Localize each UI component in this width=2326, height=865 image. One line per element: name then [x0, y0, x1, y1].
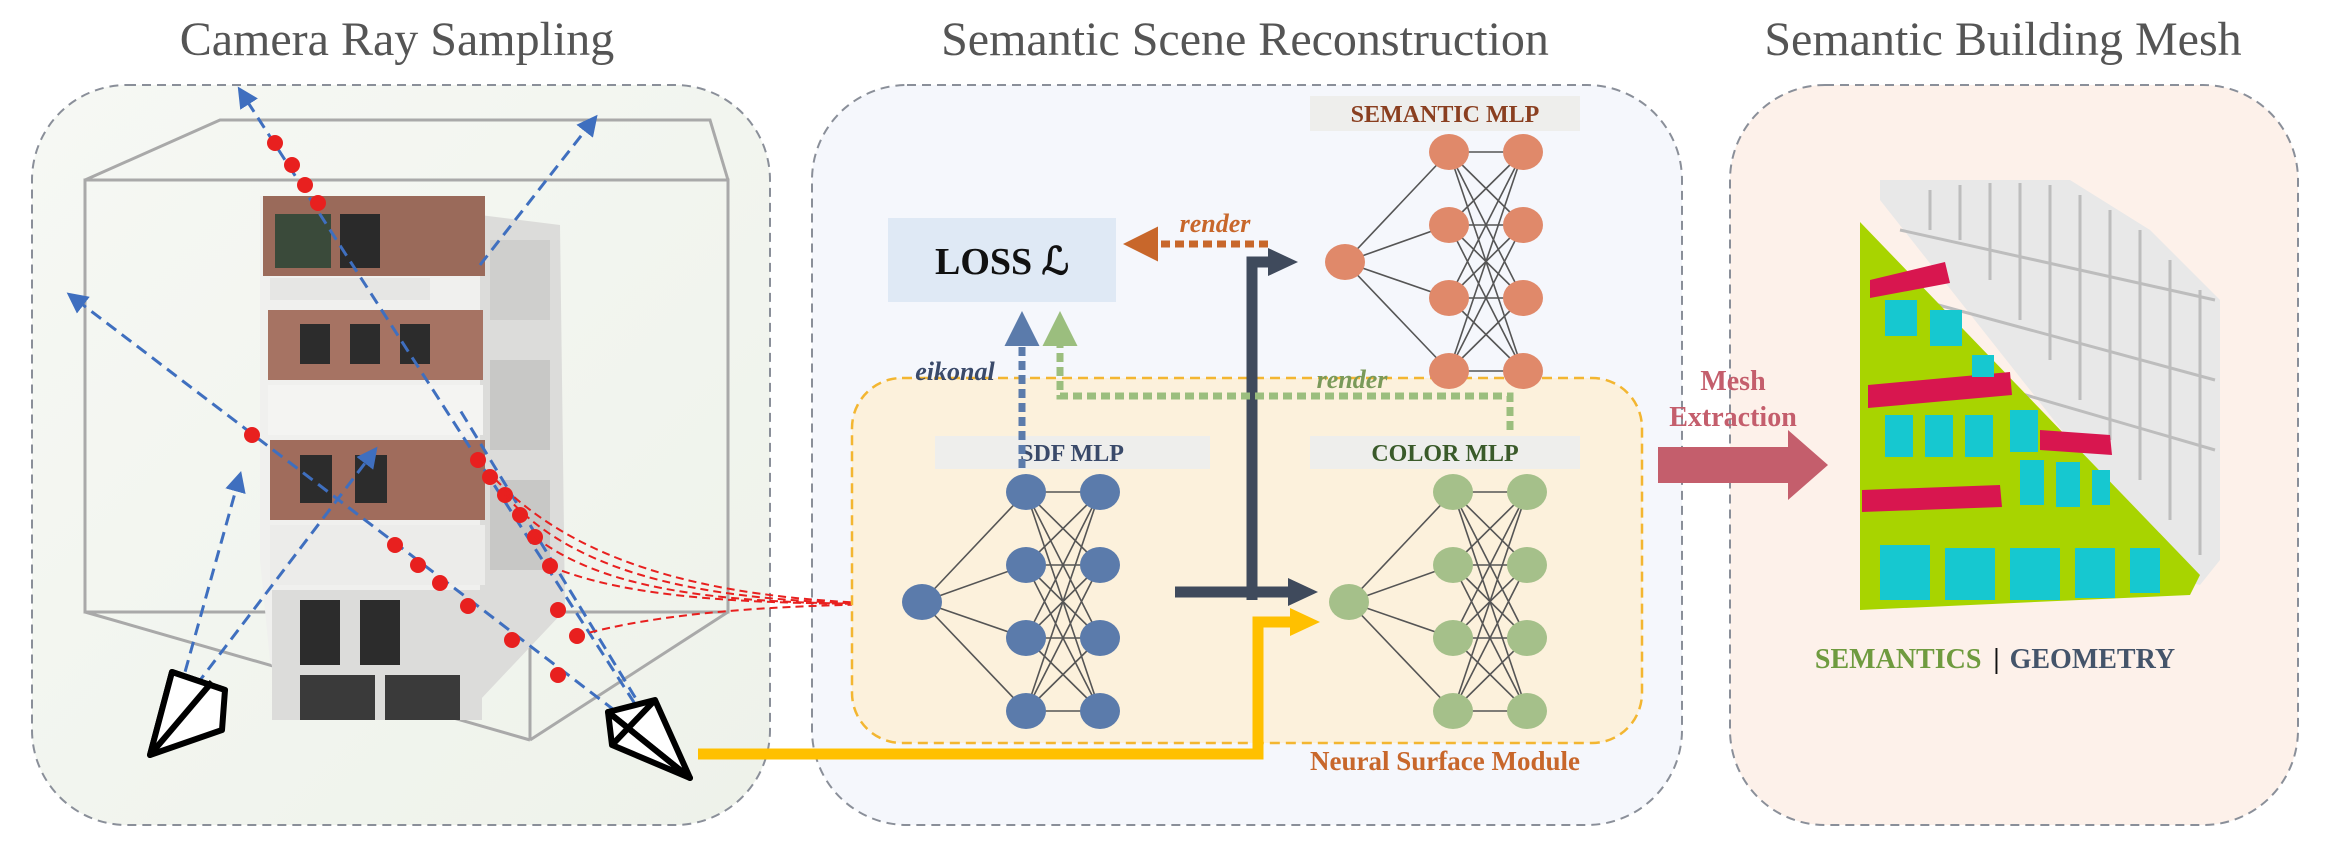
mlp-node	[1433, 693, 1473, 729]
render-label-mid: render	[1317, 365, 1389, 394]
color-mlp-network	[1329, 474, 1547, 729]
mlp-node	[1429, 280, 1469, 316]
semantic-mlp-label: SEMANTIC MLP	[1351, 102, 1540, 128]
mlp-node	[1429, 353, 1469, 389]
loss-box	[888, 218, 1116, 302]
sample-points	[244, 135, 585, 683]
color-mlp-header	[1310, 436, 1580, 469]
building-geometry-mesh	[1880, 180, 2220, 585]
camera-icon-right	[605, 697, 693, 781]
building-semantic-mesh	[1860, 222, 2200, 610]
mlp-node	[1080, 693, 1120, 729]
title-semantic-building-mesh: Semantic Building Mesh	[1764, 13, 2241, 66]
mlp-node	[1507, 620, 1547, 656]
mlp-node	[1503, 207, 1543, 243]
mlp-node	[1006, 693, 1046, 729]
camera-icon-left	[147, 669, 228, 758]
sdf-to-heads-arrow	[1175, 256, 1292, 600]
mlp-node	[1433, 620, 1473, 656]
render-label-top: render	[1180, 209, 1252, 238]
legend-semantics: SEMANTICS	[1815, 644, 1981, 675]
mlp-node	[1503, 134, 1543, 170]
semantic-mlp-network	[1325, 134, 1543, 389]
legend: SEMANTICS | GEOMETRY	[1815, 644, 2175, 675]
legend-separator: |	[1993, 644, 1999, 675]
sdf-mlp-header	[935, 436, 1210, 469]
legend-geometry: GEOMETRY	[2010, 644, 2175, 675]
loss-label: LOSS ℒ	[935, 241, 1069, 283]
mlp-node	[1433, 474, 1473, 510]
arrowhead-to-color	[1288, 578, 1318, 606]
neural-surface-module-label: Neural Surface Module	[1310, 746, 1580, 776]
mesh-extraction-arrow	[1658, 430, 1828, 500]
yellow-view-arrow	[698, 616, 1292, 760]
mlp-node	[1006, 547, 1046, 583]
mlp-node	[1503, 280, 1543, 316]
semantic-mlp-header	[1310, 96, 1580, 131]
mlp-node	[1080, 547, 1120, 583]
arrowhead-to-semantic	[1268, 248, 1298, 276]
mlp-node	[1006, 474, 1046, 510]
eikonal-label: eikonal	[915, 357, 995, 386]
mlp-node	[1503, 353, 1543, 389]
render-arrow-color	[1042, 311, 1514, 430]
mesh-extraction-label-line2: Extraction	[1669, 402, 1797, 433]
mlp-node	[1433, 547, 1473, 583]
title-camera-ray-sampling: Camera Ray Sampling	[180, 13, 615, 66]
mesh-extraction-label-line1: Mesh	[1700, 366, 1766, 397]
sdf-mlp-label: SDF MLP	[1020, 441, 1124, 467]
mlp-node	[1325, 244, 1365, 280]
color-mlp-label: COLOR MLP	[1371, 441, 1518, 467]
mlp-node	[1080, 474, 1120, 510]
mlp-node	[1507, 547, 1547, 583]
sdf-mlp-network	[902, 474, 1120, 729]
mlp-node	[1006, 620, 1046, 656]
mlp-node	[1080, 620, 1120, 656]
title-semantic-scene-reconstruction: Semantic Scene Reconstruction	[941, 13, 1549, 66]
mlp-node	[1507, 693, 1547, 729]
mlp-node	[902, 584, 942, 620]
mlp-node	[1429, 207, 1469, 243]
mlp-node	[1329, 584, 1369, 620]
arrowhead-yellow	[1290, 608, 1320, 636]
mlp-node	[1429, 134, 1469, 170]
mlp-node	[1507, 474, 1547, 510]
